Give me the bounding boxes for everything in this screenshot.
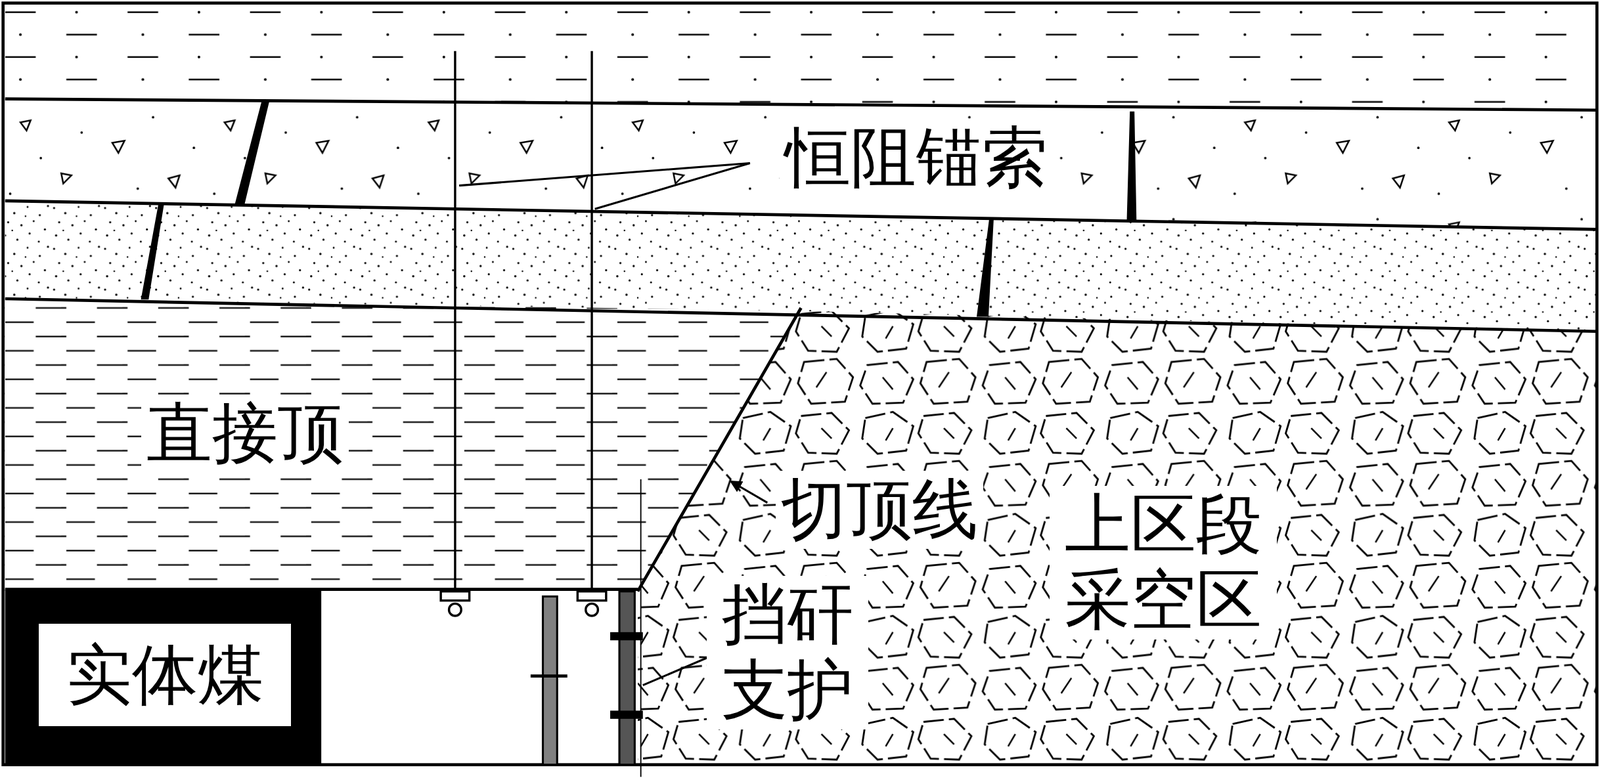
diagram-label: 挡矸 支护 — [706, 576, 869, 730]
diagram-label: 直接顶 — [141, 394, 349, 473]
solid-coal — [5, 589, 322, 766]
diagram-label: 恒阻锚索 — [779, 118, 1053, 198]
node-label: 实体煤 — [66, 637, 264, 714]
strata-boundaries — [3, 3, 1598, 766]
diagram-label: 切顶线 — [775, 470, 984, 550]
gangue-retaining-support — [610, 479, 644, 778]
top-stratum — [5, 5, 1598, 111]
fractures — [141, 101, 1136, 316]
coal-label-box: 实体煤 — [38, 623, 291, 726]
single-prop — [530, 596, 568, 765]
diagram-label: 上区段 采空区 — [1049, 486, 1277, 640]
anchor-cables — [440, 51, 607, 617]
roadway — [321, 589, 638, 766]
goaf-area — [637, 311, 1597, 766]
